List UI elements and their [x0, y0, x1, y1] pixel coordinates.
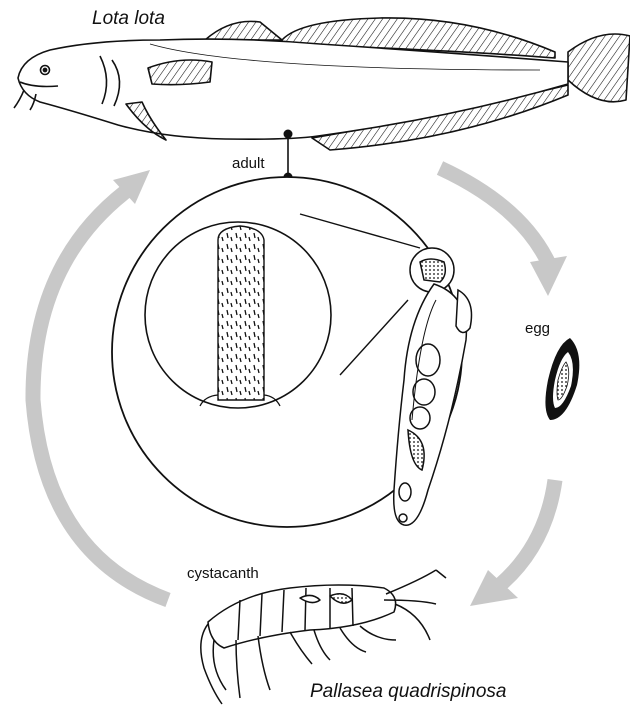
- fish-tail-fin: [568, 34, 630, 102]
- arrow-adult-to-egg: [440, 168, 548, 262]
- adult-magnified-circle: [112, 177, 472, 527]
- fish-first-dorsal-fin: [205, 21, 282, 40]
- label-egg: egg: [525, 320, 550, 337]
- label-definitive-host: Lota lota: [92, 8, 165, 29]
- amphipod-body: [208, 585, 396, 648]
- proboscis-detail: [145, 222, 331, 408]
- arrow-adult-to-egg-head: [530, 256, 567, 296]
- burbot-fish-drawing: [14, 18, 630, 150]
- label-adult: adult: [232, 155, 265, 172]
- label-intermediate-host: Pallasea quadrispinosa: [310, 681, 506, 702]
- fish-barbel: [14, 90, 24, 108]
- label-cystacanth: cystacanth: [187, 565, 259, 582]
- arrow-egg-to-cystacanth: [500, 480, 555, 585]
- acanthor-egg: [545, 338, 579, 420]
